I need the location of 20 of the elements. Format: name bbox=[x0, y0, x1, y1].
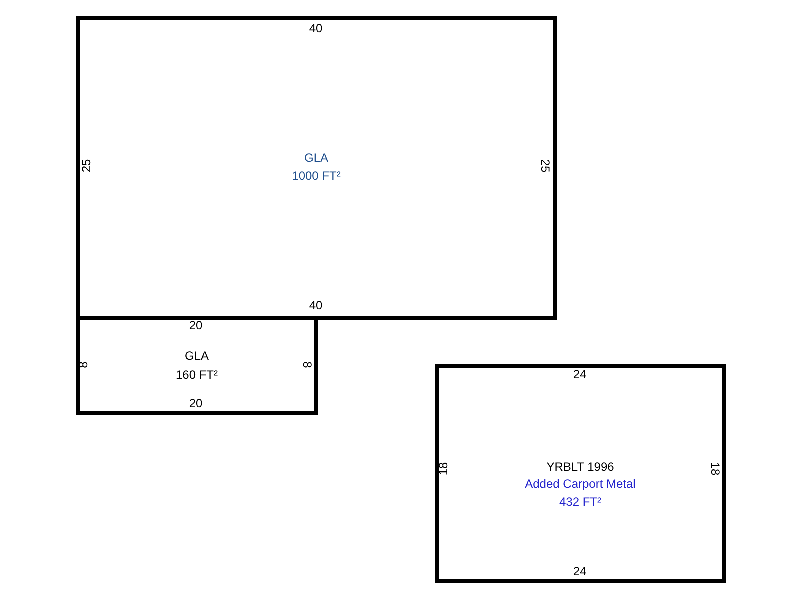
room-label: GLA bbox=[184, 349, 209, 363]
dimension-label: 25 bbox=[80, 159, 94, 173]
dimension-label: 25 bbox=[538, 159, 552, 173]
dimension-label: 20 bbox=[189, 398, 203, 410]
room-outline bbox=[76, 16, 557, 320]
dimension-label: 18 bbox=[708, 462, 722, 476]
room-label: YRBLT 1996 bbox=[546, 460, 614, 474]
dimension-label: 20 bbox=[189, 320, 203, 332]
room-label: GLA bbox=[304, 151, 328, 165]
dimension-label: 40 bbox=[309, 22, 323, 36]
dimension-label: 40 bbox=[309, 300, 323, 312]
dimension-label: 24 bbox=[573, 566, 587, 578]
dimension-label: 8 bbox=[300, 362, 314, 368]
dimension-label: 18 bbox=[438, 462, 450, 476]
dimension-label: 24 bbox=[573, 368, 587, 382]
room-label: 432 FT² bbox=[559, 495, 602, 509]
room-outline bbox=[435, 364, 726, 583]
room-label: Added Carport Metal bbox=[525, 477, 636, 491]
room-label: 160 FT² bbox=[176, 368, 218, 382]
room-label: 1000 FT² bbox=[292, 169, 341, 183]
